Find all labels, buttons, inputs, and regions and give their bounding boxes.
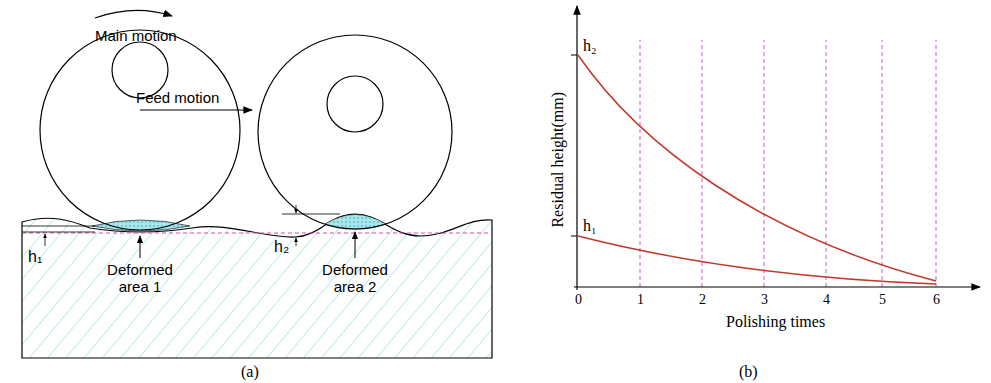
axis-title: Residual height(mm)	[549, 92, 567, 228]
panel-label: (a)	[241, 363, 259, 381]
area-label: Deformed area 1	[90, 262, 190, 295]
area-label: Deformed area 2	[305, 262, 405, 295]
dimension-label: h₁	[28, 248, 42, 266]
motion-label: Main motion	[95, 28, 177, 45]
motion-label: Feed motion	[136, 90, 219, 107]
tick-label: 3	[761, 292, 768, 307]
tick-label: 1	[637, 292, 644, 307]
curve-label: h₂	[583, 37, 597, 55]
panel-label: (b)	[739, 363, 758, 381]
tick-label: 0	[575, 292, 582, 307]
axis-title: Polishing times	[726, 313, 825, 331]
tick-label: 6	[933, 292, 940, 307]
dimension-label: h₂	[274, 238, 289, 256]
tick-label: 5	[879, 292, 886, 307]
tick-label: 4	[823, 292, 830, 307]
curve-label: h₁	[583, 217, 597, 235]
tick-label: 2	[699, 292, 706, 307]
